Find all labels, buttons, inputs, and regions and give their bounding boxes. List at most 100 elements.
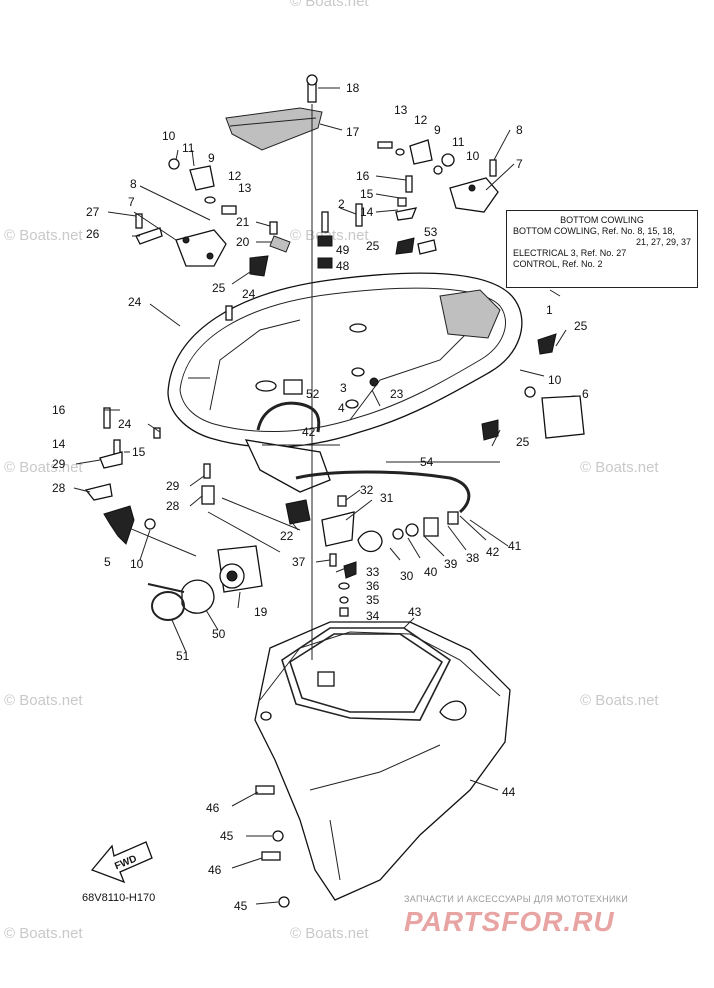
callout-10: 10 (162, 129, 176, 143)
legend-line: 21, 27, 29, 37 (635, 237, 691, 247)
callout-19: 19 (254, 605, 268, 619)
watermark: © Boats.net (4, 459, 83, 476)
callout-42: 42 (302, 425, 316, 439)
callout-52: 52 (306, 387, 320, 401)
callout-7: 7 (128, 195, 135, 209)
callout-28: 28 (166, 499, 180, 513)
callout-10: 10 (466, 149, 480, 163)
callout-16: 16 (52, 403, 66, 417)
callout-46: 46 (208, 863, 222, 877)
callout-11: 11 (182, 141, 195, 155)
shop-tagline: ЗАПЧАСТИ И АКСЕССУАРЫ ДЛЯ МОТОТЕХНИКИ (404, 894, 629, 904)
callout-10: 10 (130, 557, 144, 571)
callout-18: 18 (346, 81, 360, 95)
callout-8: 8 (130, 177, 137, 191)
callout-40: 40 (424, 565, 438, 579)
callout-9: 9 (208, 151, 215, 165)
callout-25: 25 (212, 281, 226, 295)
shop-brand-logo: PARTSFOR.RU (404, 906, 615, 937)
callout-7: 7 (516, 157, 523, 171)
watermark: © Boats.net (580, 459, 659, 476)
legend-line: BOTTOM COWLING, Ref. No. 8, 15, 18, (513, 226, 675, 236)
callout-22: 22 (280, 529, 294, 543)
callout-25: 25 (574, 319, 588, 333)
watermark: © Boats.net (290, 0, 369, 10)
part-44-lower-cowling (254, 621, 511, 901)
part-43-seal (281, 627, 452, 721)
callout-26: 26 (86, 227, 100, 241)
callout-53: 53 (424, 225, 438, 239)
callout-36: 36 (366, 579, 380, 593)
callout-48: 48 (336, 259, 350, 273)
callout-11: 11 (452, 135, 465, 149)
callout-30: 30 (400, 569, 414, 583)
callout-numbers: 18 17 13 12 9 11 10 8 7 10 11 9 12 13 8 … (52, 81, 589, 913)
legend-title: BOTTOM COWLING (560, 215, 644, 225)
callout-43: 43 (408, 605, 422, 619)
callout-15: 15 (132, 445, 146, 459)
callout-54: 54 (420, 455, 434, 469)
hardware-parts (84, 139, 585, 908)
callout-8: 8 (516, 123, 523, 137)
callout-44: 44 (502, 785, 516, 799)
callout-46: 46 (206, 801, 220, 815)
callout-51: 51 (176, 649, 190, 663)
callout-13: 13 (394, 103, 408, 117)
callout-20: 20 (236, 235, 250, 249)
callout-37: 37 (292, 555, 306, 569)
callout-29: 29 (166, 479, 180, 493)
callout-15: 15 (360, 187, 374, 201)
callout-16: 16 (356, 169, 370, 183)
callout-12: 12 (414, 113, 428, 127)
watermark: © Boats.net (4, 227, 83, 244)
legend-box: BOTTOM COWLING BOTTOM COWLING, Ref. No. … (506, 210, 698, 288)
callout-38: 38 (466, 551, 480, 565)
callout-41: 41 (508, 539, 522, 553)
legend-line: CONTROL, Ref. No. 2 (513, 259, 603, 269)
callout-49: 49 (336, 243, 350, 257)
diagram-code: 68V8110-H170 (82, 892, 156, 904)
callout-5: 5 (104, 555, 111, 569)
callout-24: 24 (128, 295, 142, 309)
callout-25: 25 (366, 239, 380, 253)
watermark: © Boats.net (4, 925, 83, 942)
callout-9: 9 (434, 123, 441, 137)
callout-6: 6 (582, 387, 589, 401)
leader-lines (73, 87, 580, 905)
watermark: © Boats.net (580, 692, 659, 709)
callout-27: 27 (86, 205, 100, 219)
callout-13: 13 (238, 181, 252, 195)
callout-31: 31 (380, 491, 394, 505)
callout-29: 29 (52, 457, 66, 471)
watermark: © Boats.net (290, 925, 369, 942)
part-1-bottom-cowling (167, 272, 523, 493)
callout-39: 39 (444, 557, 458, 571)
callout-4: 4 (338, 401, 345, 415)
callout-3: 3 (340, 381, 347, 395)
callout-28: 28 (52, 481, 66, 495)
callout-1: 1 (546, 303, 553, 317)
callout-50: 50 (212, 627, 226, 641)
callout-12: 12 (228, 169, 242, 183)
callout-25: 25 (516, 435, 530, 449)
callout-42: 42 (486, 545, 500, 559)
callout-14: 14 (360, 205, 374, 219)
fwd-arrow-icon: FWD (90, 841, 153, 884)
callout-14: 14 (52, 437, 66, 451)
watermark: © Boats.net (4, 692, 83, 709)
callout-34: 34 (366, 609, 380, 623)
callout-17: 17 (346, 125, 360, 139)
callout-21: 21 (236, 215, 250, 229)
callout-24: 24 (242, 287, 256, 301)
part-17-top-plate (225, 74, 323, 151)
callout-45: 45 (220, 829, 234, 843)
callout-32: 32 (360, 483, 374, 497)
callout-2: 2 (338, 197, 345, 211)
callout-23: 23 (390, 387, 404, 401)
legend-line: ELECTRICAL 3, Ref. No. 27 (513, 248, 627, 258)
callout-45: 45 (234, 899, 248, 913)
callout-35: 35 (366, 593, 380, 607)
callout-24: 24 (118, 417, 132, 431)
callout-33: 33 (366, 565, 380, 579)
